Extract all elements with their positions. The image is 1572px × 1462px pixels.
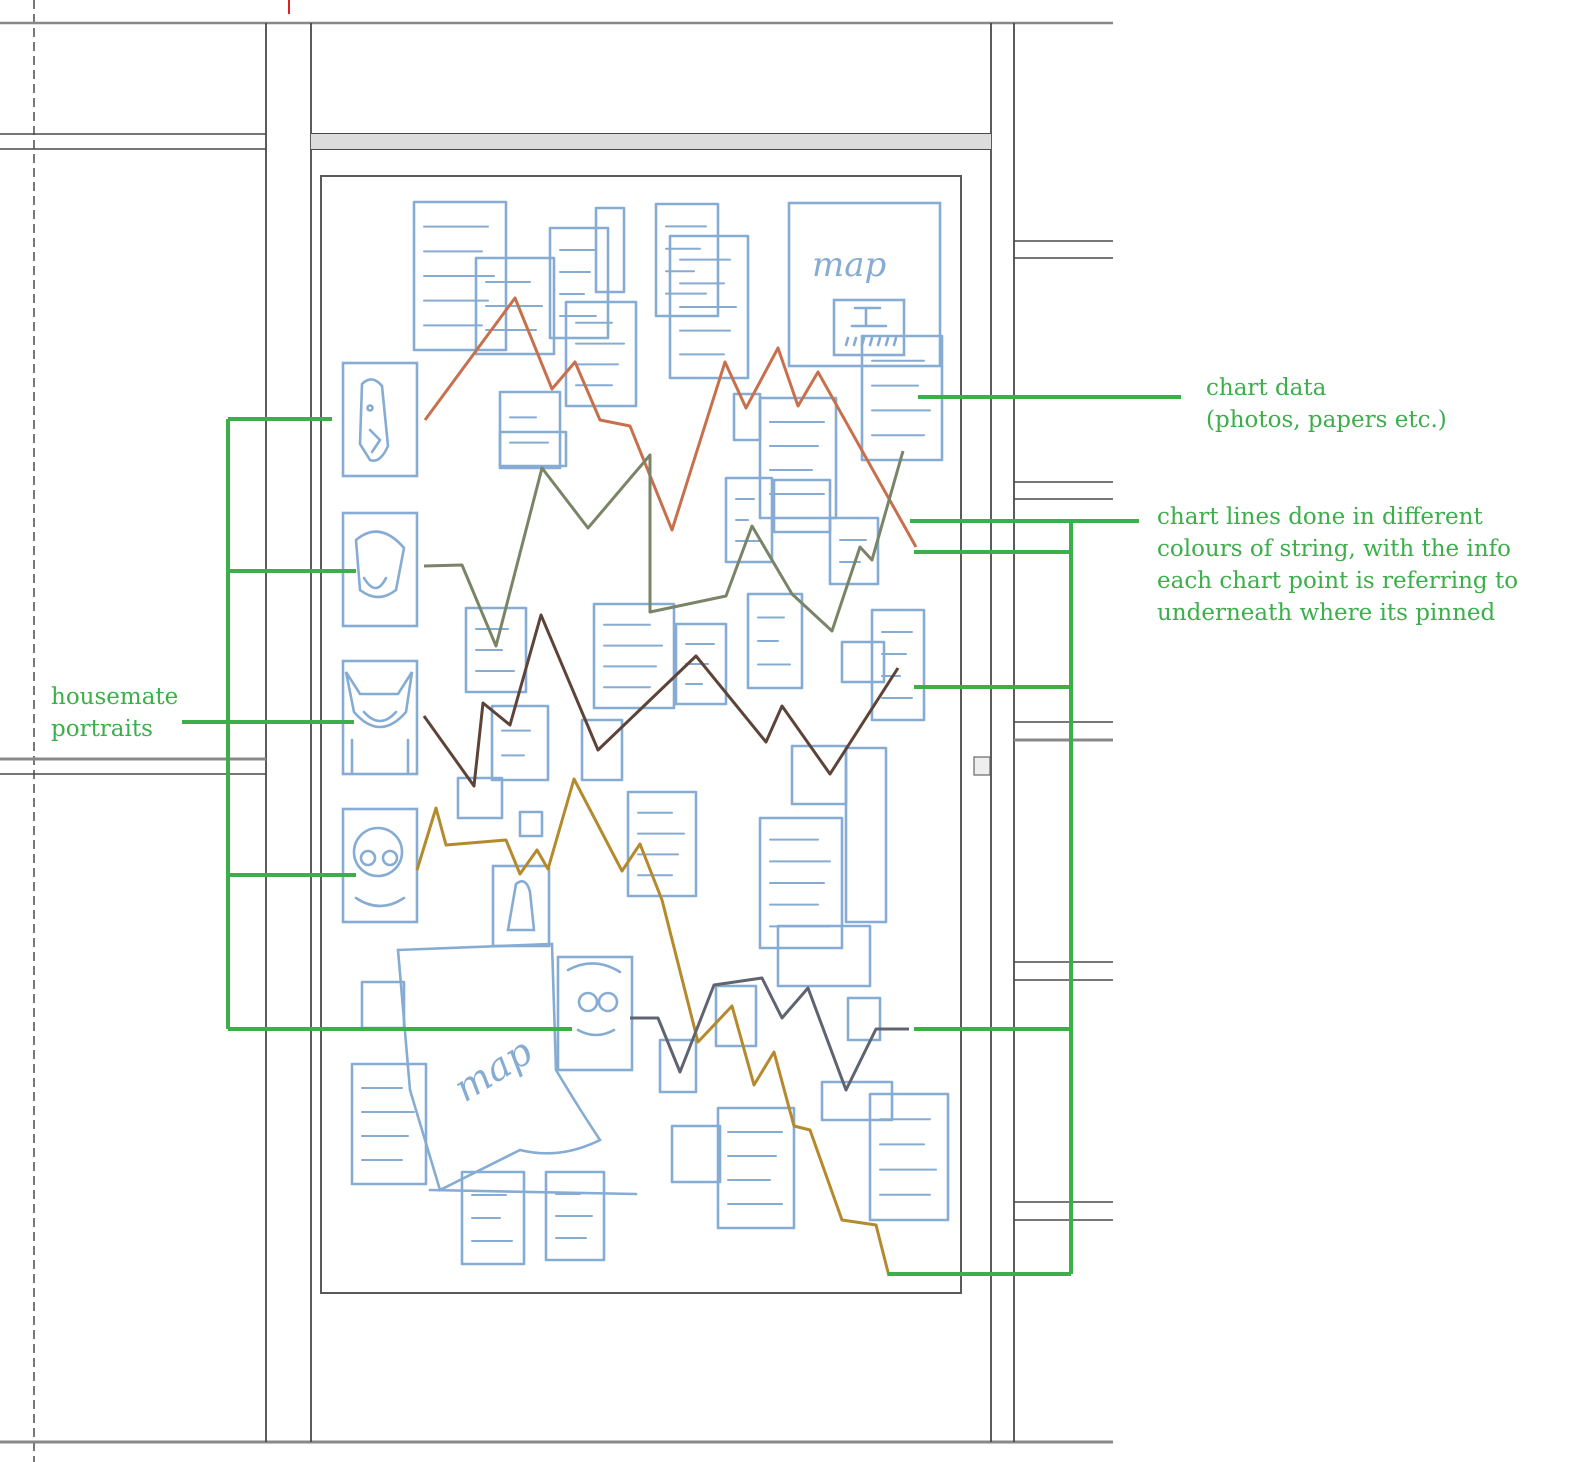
pinned-paper bbox=[674, 622, 728, 706]
pinned-paper bbox=[592, 602, 676, 710]
pinned-paper bbox=[412, 200, 508, 352]
pinned-paper bbox=[474, 256, 556, 356]
pinned-paper bbox=[464, 606, 528, 694]
pinned-paper bbox=[870, 608, 926, 722]
portrait-photo-1 bbox=[341, 361, 419, 478]
stamp-sketch bbox=[832, 298, 906, 357]
pinned-paper bbox=[714, 984, 758, 1048]
annotation-line: chart data bbox=[1206, 375, 1327, 401]
pinned-paper bbox=[868, 1092, 950, 1222]
pinned-paper bbox=[350, 1062, 428, 1186]
portrait-photo-3 bbox=[341, 659, 419, 776]
annotation-housemate-portraits: housemate portraits bbox=[51, 681, 178, 745]
pinned-paper bbox=[670, 1124, 722, 1184]
annotation-line: each chart point is referring to bbox=[1157, 568, 1519, 594]
string-ochre bbox=[415, 777, 891, 1277]
pinned-paper bbox=[498, 430, 568, 468]
pinned-paper bbox=[580, 718, 624, 782]
pinned-paper bbox=[668, 234, 750, 380]
pinned-paper bbox=[846, 996, 882, 1042]
annotation-line: chart lines done in different bbox=[1157, 504, 1483, 530]
pinned-paper bbox=[658, 1038, 698, 1094]
string-orange bbox=[423, 296, 918, 548]
portrait-photo-5 bbox=[556, 955, 634, 1072]
string-brown bbox=[422, 613, 900, 788]
pinned-paper bbox=[518, 810, 544, 838]
pinned-paper bbox=[724, 476, 774, 564]
pinned-paper bbox=[758, 816, 844, 950]
pinned-paper bbox=[460, 1170, 526, 1266]
annotation-line: housemate bbox=[51, 684, 179, 710]
annotation-line: (photos, papers etc.) bbox=[1206, 407, 1447, 433]
pinned-paper bbox=[498, 390, 562, 470]
annotation-line: underneath where its pinned bbox=[1157, 600, 1496, 626]
pinned-paper bbox=[758, 396, 838, 520]
pinned-paper bbox=[564, 300, 638, 408]
map-label-top: map bbox=[812, 245, 886, 285]
annotation-line: portraits bbox=[51, 716, 153, 742]
pinned-paper bbox=[544, 1170, 606, 1262]
annotation-line: colours of string, with the info bbox=[1157, 536, 1511, 562]
pinned-paper bbox=[548, 226, 610, 340]
pinned-paper bbox=[828, 516, 880, 586]
pinned-paper bbox=[772, 478, 832, 534]
pinned-paper bbox=[844, 746, 888, 924]
pinned-paper bbox=[456, 776, 504, 820]
pinned-paper bbox=[490, 704, 550, 782]
map-icon bbox=[396, 201, 942, 1196]
string-green bbox=[423, 450, 905, 648]
string-grey bbox=[630, 976, 909, 1092]
pinned-paper bbox=[716, 1106, 796, 1230]
pinned-paper bbox=[746, 592, 804, 690]
pinned-paper bbox=[820, 1080, 894, 1122]
annotation-chart-lines: chart lines done in different colours of… bbox=[1157, 501, 1518, 629]
pinned-paper bbox=[840, 640, 886, 684]
annotation-chart-data: chart data (photos, papers etc.) bbox=[1206, 372, 1447, 436]
